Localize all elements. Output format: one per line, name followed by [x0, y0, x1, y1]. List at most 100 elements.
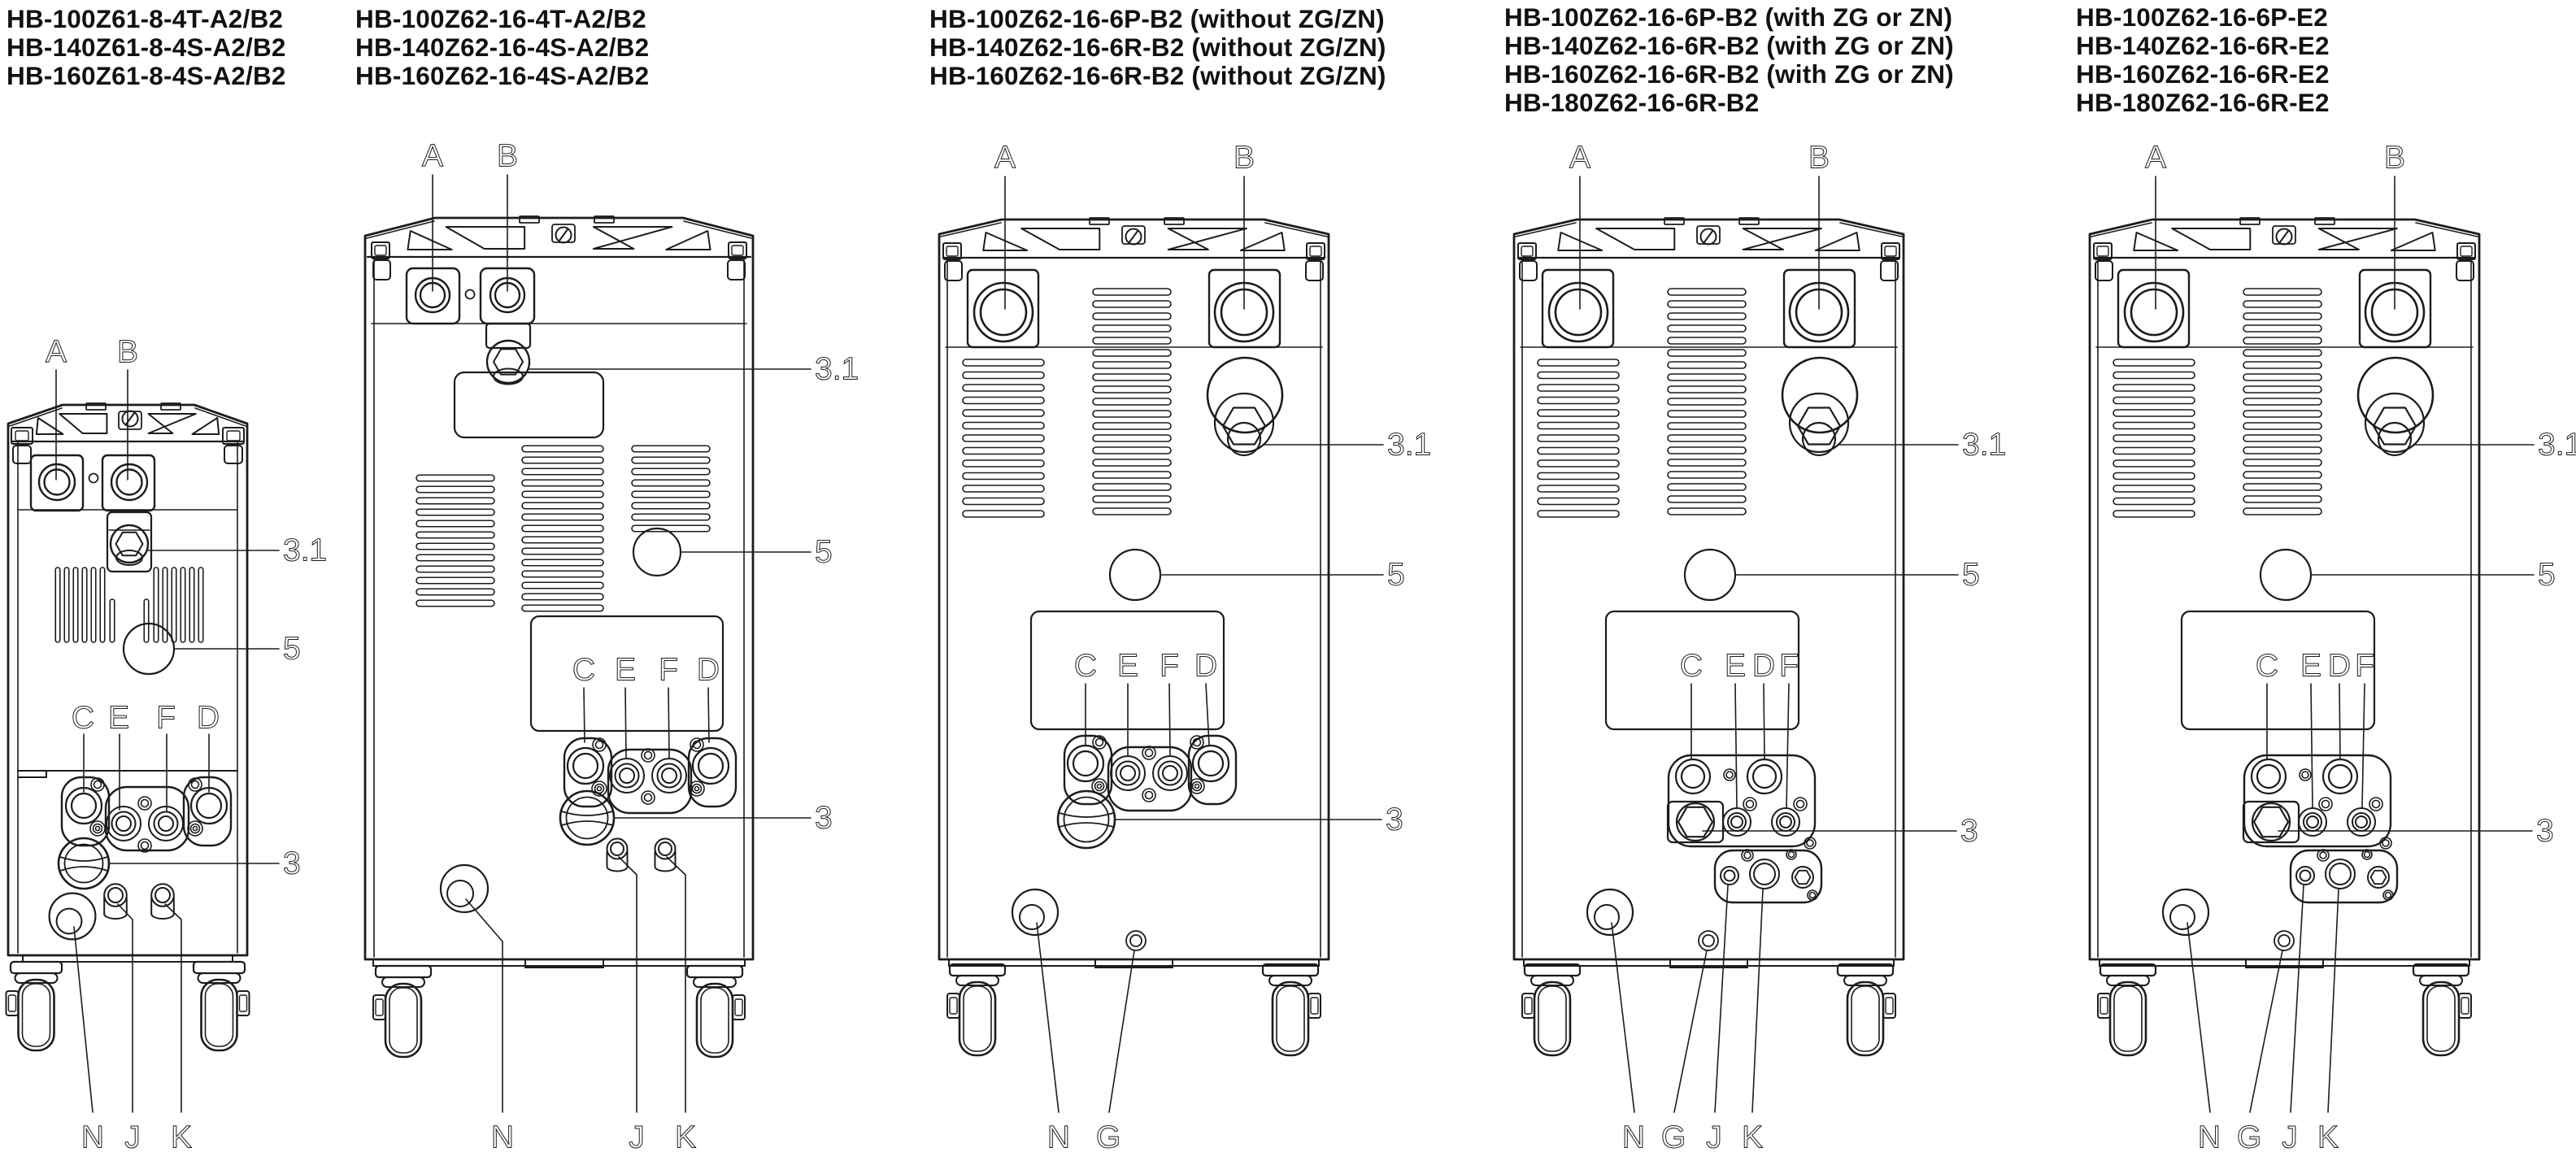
- callout-label: A: [1569, 141, 1590, 176]
- screw: [464, 289, 476, 300]
- socket-n: [48, 892, 97, 941]
- callout-label: F: [2355, 649, 2374, 684]
- hole-5: [632, 527, 682, 577]
- callout-label: 3: [283, 846, 301, 881]
- cluster-left-plate: [60, 776, 111, 847]
- hex-nut: [493, 348, 524, 376]
- screw: [88, 472, 99, 484]
- callout-label: 3.1: [283, 533, 327, 568]
- callout-label: E: [2300, 649, 2321, 684]
- hex-nut: [1794, 869, 1812, 885]
- callout-label: B: [497, 139, 518, 174]
- panel-outline: [1604, 610, 1800, 731]
- leader-line: [2249, 950, 2283, 1113]
- model-number: HB-140Z61-8-4S-A2/B2: [7, 33, 286, 62]
- vent-slots: [1537, 288, 1747, 518]
- valve-3: [559, 789, 616, 846]
- socket-k: [1749, 859, 1780, 889]
- socket-e: [1722, 807, 1751, 837]
- callout-label: 3: [1960, 814, 1978, 849]
- model-number: HB-100Z62-16-6P-B2 (with ZG or ZN): [1504, 2, 1953, 32]
- callout-label: 3: [2536, 814, 2554, 849]
- socket-f: [2347, 807, 2376, 837]
- socket-g: [1125, 930, 1147, 951]
- caster-wheel: [372, 964, 433, 1059]
- callout-label: 5: [1387, 558, 1405, 593]
- hole-5: [1683, 548, 1737, 602]
- callout-label: A: [46, 335, 67, 370]
- wheel: [695, 982, 734, 1059]
- callout-label: N: [491, 1120, 514, 1155]
- socket-g: [2274, 930, 2295, 951]
- vent-slots: [962, 288, 1172, 518]
- callout-label: D: [2328, 649, 2351, 684]
- leader-line: [164, 903, 182, 1113]
- top-carry-panel: [2092, 217, 2477, 259]
- vent-slots: [2113, 288, 2322, 518]
- callout-label: B: [2384, 141, 2405, 176]
- connector-cluster: [1063, 734, 1238, 812]
- caster-wheel: [5, 960, 63, 1052]
- leader-line: [73, 926, 94, 1113]
- connector-cluster: [563, 737, 738, 815]
- leader-line: [1036, 922, 1060, 1113]
- bolt-fitting-3-1: [1781, 356, 1859, 457]
- model-number: HB-100Z62-16-6P-B2 (without ZG/ZN): [929, 4, 1385, 33]
- socket-f: [148, 806, 184, 841]
- bolt-fitting-3-1: [453, 322, 605, 439]
- callout-label: A: [422, 139, 443, 174]
- callout-label: 3: [815, 801, 833, 836]
- model-number: HB-140Z62-16-6R-B2 (with ZG or ZN): [1504, 31, 1954, 60]
- hex-nut: [1221, 407, 1267, 446]
- hex-nut: [115, 531, 144, 557]
- hex-nut: [1796, 407, 1842, 446]
- cluster-left-plate: [563, 737, 613, 808]
- caster-wheel: [192, 960, 250, 1052]
- top-carry-panel: [366, 215, 752, 259]
- caster-wheel: [946, 963, 1007, 1057]
- callout-label: A: [2145, 141, 2166, 176]
- caster-wheel: [2412, 963, 2472, 1057]
- model-number: HB-160Z62-16-6R-B2 (without ZG/ZN): [929, 61, 1386, 90]
- socket-e: [2298, 807, 2327, 837]
- callout-label: F: [156, 701, 176, 736]
- callout-label: C: [1074, 649, 1097, 684]
- bolt-fitting-3-1: [2356, 356, 2435, 457]
- body-outline: [363, 216, 755, 961]
- hole-5: [2259, 548, 2313, 602]
- socket-n: [439, 863, 490, 914]
- panel-outline: [2180, 610, 2376, 731]
- leader-line: [1673, 950, 1708, 1113]
- callout-label: N: [1047, 1120, 1070, 1155]
- connector-a: [2117, 268, 2191, 349]
- leader-line: [1714, 885, 1729, 1113]
- socket-k: [2325, 859, 2356, 889]
- callout-label: C: [2256, 649, 2278, 684]
- wheel: [1533, 981, 1572, 1057]
- callout-label: N: [1622, 1120, 1645, 1155]
- aux-cluster: [2289, 849, 2399, 904]
- socket-n: [1011, 888, 1060, 937]
- callout-label: B: [117, 335, 138, 370]
- model-list-4: HB-100Z62-16-6P-B2 (with ZG or ZN)HB-140…: [1504, 3, 1954, 117]
- callout-label: F: [1160, 649, 1179, 684]
- valve-3: [1056, 789, 1116, 850]
- hex-nut: [2369, 869, 2387, 885]
- callout-label: F: [1779, 649, 1799, 684]
- callout-label: 5: [815, 535, 833, 570]
- callout-label: J: [124, 1120, 141, 1155]
- callout-label: N: [2198, 1120, 2221, 1155]
- model-number: HB-140Z62-16-6R-E2: [2076, 31, 2330, 60]
- connector-b: [101, 454, 156, 512]
- leader-line: [2187, 922, 2211, 1113]
- model-number: HB-100Z62-16-4T-A2/B2: [355, 4, 646, 33]
- cluster-center-plate: [1107, 746, 1193, 812]
- callout-label: E: [1725, 649, 1746, 684]
- vent-slots: [416, 445, 711, 612]
- top-carry-panel: [942, 217, 1326, 259]
- cluster-right-plate: [687, 737, 738, 808]
- socket-e: [609, 758, 645, 794]
